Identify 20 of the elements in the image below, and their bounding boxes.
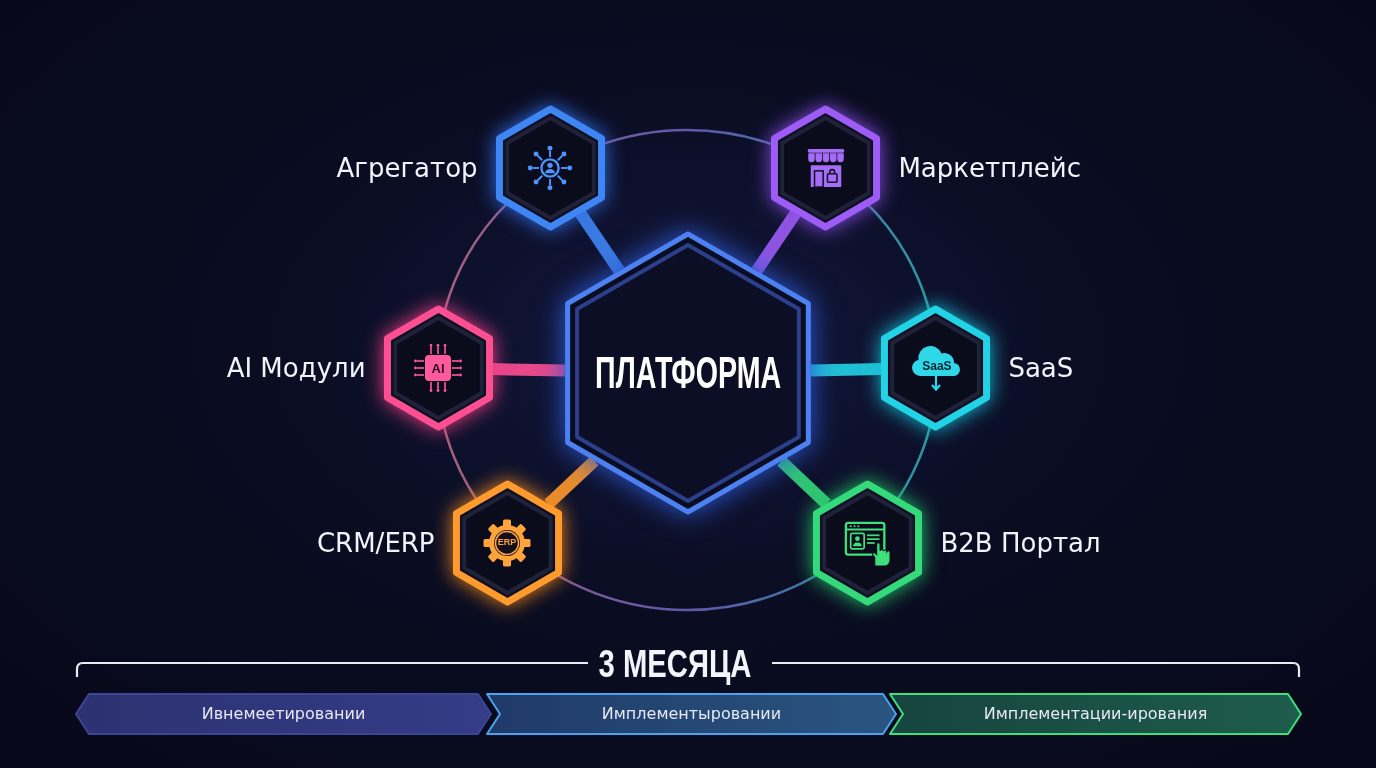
chip-label: AI (425, 355, 452, 381)
phase-label: Имплементации-ирования (983, 706, 1208, 722)
icon-text: SaaS (921, 360, 953, 372)
connector-line (810, 363, 882, 377)
connector-line (777, 456, 831, 509)
phase-label: Ивнемеетировании (201, 706, 366, 722)
connector-line (492, 363, 566, 377)
center-title: ПЛАТФОРМА (594, 351, 782, 395)
node-label: AI Модули (226, 355, 366, 381)
duration-label: 3 МЕСЯЦА (598, 645, 752, 683)
node-label: Маркетплейс (898, 155, 1081, 181)
connector-line (575, 210, 625, 275)
connector-line (544, 456, 599, 509)
connector-line (751, 210, 801, 275)
node-label: CRM/ERP (316, 530, 435, 556)
node-label: B2B Портал (940, 530, 1101, 556)
node-label: SaaS (1008, 355, 1074, 381)
phase-label: Имплементыровании (601, 706, 782, 722)
node-label: Агрегатор (336, 155, 478, 181)
icon-text: ERP (496, 538, 518, 547)
